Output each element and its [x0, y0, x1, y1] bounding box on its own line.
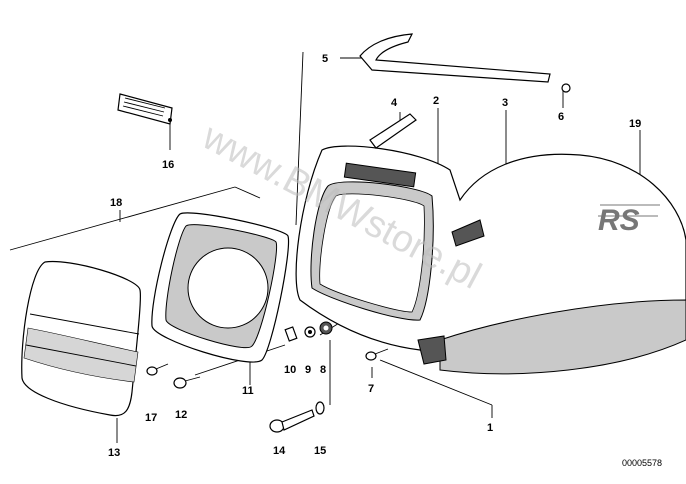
callout-7: 7: [368, 383, 374, 395]
callout-2: 2: [433, 95, 439, 107]
rs-decal-part: RS: [598, 204, 660, 237]
callout-6: 6: [558, 111, 564, 123]
callout-8: 8: [320, 364, 326, 376]
windscreen-trim-5-part: [359, 33, 551, 83]
rs-decal-text: RS: [598, 204, 640, 237]
callout-18: 18: [110, 197, 122, 209]
callout-1: 1: [487, 422, 493, 434]
rubber-frame-part: [151, 212, 290, 363]
screw-7-part: [365, 348, 389, 361]
nut-6-part: [561, 83, 571, 93]
callout-3: 3: [502, 97, 508, 109]
callout-4: 4: [391, 97, 398, 109]
callout-17: 17: [145, 412, 157, 424]
callout-15: 15: [314, 445, 326, 457]
callout-labels: 1 2 3 4 5 6 7 8 9 10 11 12 13 14 15 16 1…: [108, 53, 641, 459]
grille-plate-part: [117, 93, 173, 125]
fairing-body-part: [295, 145, 686, 375]
callout-19: 19: [629, 118, 641, 130]
callout-13: 13: [108, 447, 120, 459]
headlight-lens-part: [21, 260, 141, 417]
callout-12: 12: [175, 409, 187, 421]
screw-parts: [146, 363, 325, 433]
callout-11: 11: [242, 385, 254, 397]
callout-14: 14: [273, 445, 286, 457]
diagram-reference-number: 00005578: [622, 458, 662, 468]
trim-strip-4-part: [369, 113, 417, 149]
leader-lines: [9, 51, 641, 443]
callout-5: 5: [322, 53, 328, 65]
small-hardware-parts: [284, 321, 333, 342]
callout-9: 9: [305, 364, 311, 376]
callout-10: 10: [284, 364, 296, 376]
callout-16: 16: [162, 159, 174, 171]
